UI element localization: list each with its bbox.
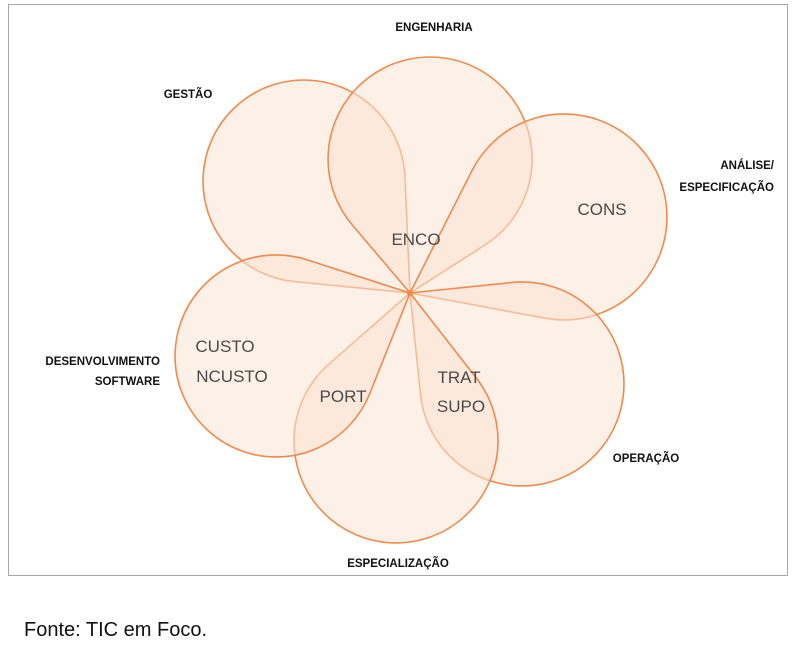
category-gestao: GESTÃO (164, 88, 213, 101)
petal-analise (409, 113, 668, 321)
inner-label-enco: ENCO (391, 230, 440, 249)
petals-group (174, 56, 668, 544)
center-point (407, 290, 413, 296)
petal-diagram: ENGENHARIA GESTÃO ANÁLISE/ ESPECIFICAÇÃO… (45, 22, 774, 570)
category-desenvolvimento-line2: SOFTWARE (95, 376, 160, 388)
inner-label-custo: CUSTO (195, 337, 254, 356)
inner-label-supo: SUPO (437, 397, 485, 416)
category-desenvolvimento-line1: DESENVOLVIMENTO (45, 356, 160, 368)
category-especializacao: ESPECIALIZAÇÃO (347, 557, 449, 570)
source-caption: Fonte: TIC em Foco. (24, 619, 208, 641)
diagram-frame (8, 4, 788, 576)
petal-desenvolvimento (174, 254, 411, 458)
inner-label-cons: CONS (577, 200, 626, 219)
category-operacao: OPERAÇÃO (613, 452, 680, 465)
inner-label-ncusto: NCUSTO (196, 367, 267, 386)
category-engenharia: ENGENHARIA (395, 22, 472, 34)
inner-label-port: PORT (320, 387, 367, 406)
category-analise-line2: ESPECIFICAÇÃO (679, 181, 774, 194)
inner-label-trat: TRAT (437, 368, 480, 387)
category-analise-line1: ANÁLISE/ (720, 159, 774, 172)
